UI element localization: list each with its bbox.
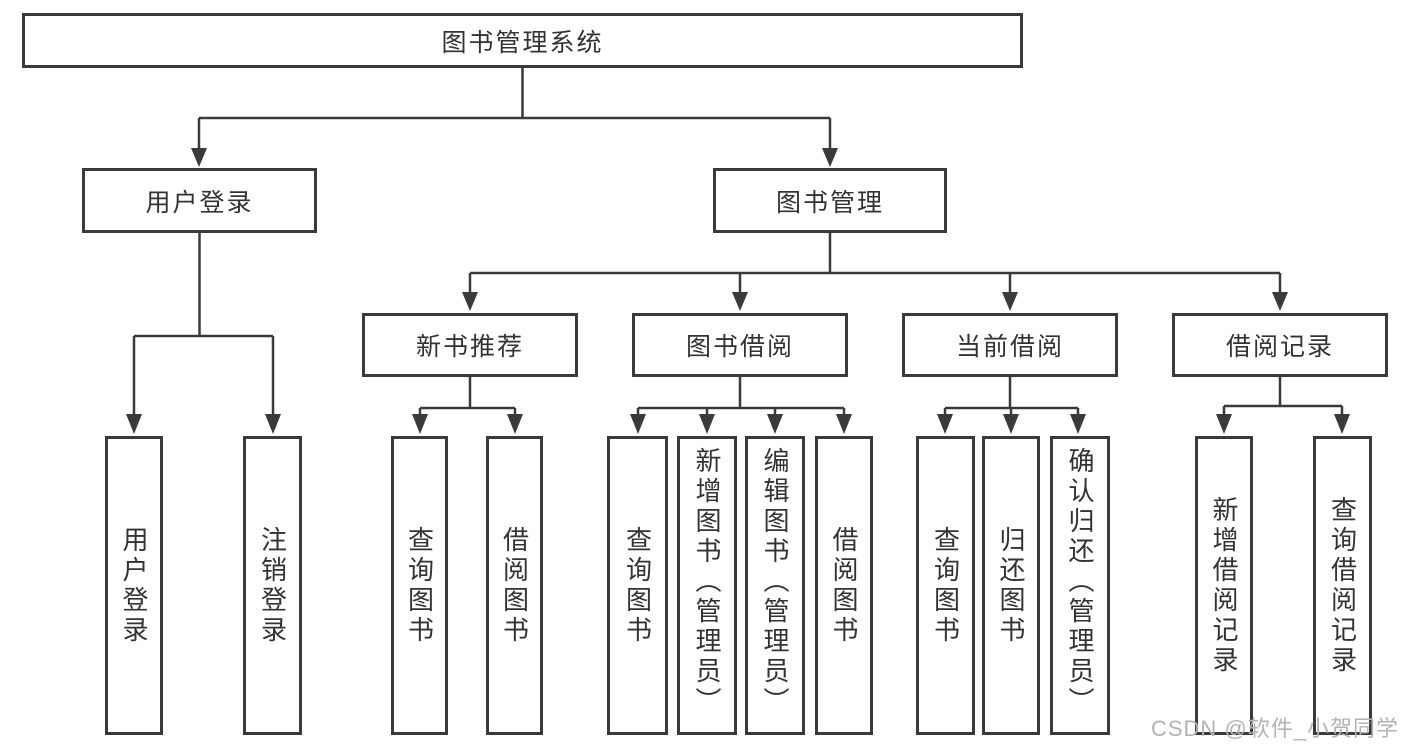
node-label: 图书借阅 bbox=[685, 333, 794, 361]
leaf-label: 查询图书 bbox=[404, 525, 435, 646]
node-book-management: 图书管理 bbox=[713, 168, 947, 233]
leaf-query-books: 查询图书 bbox=[916, 436, 975, 735]
leaf-edit-books-admin: 编辑图书（管理员） bbox=[745, 436, 805, 735]
leaf-query-books: 查询图书 bbox=[391, 436, 448, 735]
leaf-add-books-admin: 新增图书（管理员） bbox=[677, 436, 737, 735]
leaf-label: 借阅图书 bbox=[829, 525, 859, 646]
leaf-query-books: 查询图书 bbox=[607, 436, 668, 735]
leaf-add-borrow-record: 新增借阅记录 bbox=[1195, 436, 1253, 735]
leaf-label: 查询图书 bbox=[622, 525, 653, 646]
leaf-label: 编辑图书（管理员） bbox=[760, 447, 790, 717]
leaf-label: 借阅图书 bbox=[499, 525, 530, 646]
leaf-borrow-books: 借阅图书 bbox=[815, 436, 873, 735]
node-label: 用户登录 bbox=[145, 188, 254, 217]
node-book-borrow: 图书借阅 bbox=[632, 313, 848, 377]
leaf-label: 查询借阅记录 bbox=[1327, 495, 1358, 676]
leaf-label: 用户登录 bbox=[119, 525, 149, 646]
leaf-label: 新增图书（管理员） bbox=[692, 447, 722, 717]
node-borrow-records: 借阅记录 bbox=[1172, 313, 1388, 377]
node-current-borrow: 当前借阅 bbox=[902, 313, 1118, 377]
csdn-watermark: CSDN @软件_小贺同学 bbox=[1150, 716, 1399, 741]
node-label: 当前借阅 bbox=[955, 333, 1064, 361]
leaf-label: 新增借阅记录 bbox=[1209, 495, 1239, 676]
leaf-return-books: 归还图书 bbox=[982, 436, 1040, 735]
leaf-borrow-books: 借阅图书 bbox=[486, 436, 543, 735]
leaf-label: 查询图书 bbox=[930, 525, 961, 646]
node-label: 图书管理系统 bbox=[441, 28, 604, 57]
leaf-label: 注销登录 bbox=[257, 525, 288, 646]
leaf-user-login: 用户登录 bbox=[105, 436, 163, 735]
node-label: 新书推荐 bbox=[415, 333, 524, 361]
leaf-confirm-return-admin: 确认归还（管理员） bbox=[1050, 436, 1110, 735]
node-new-book-recommend: 新书推荐 bbox=[362, 313, 578, 377]
leaf-label: 确认归还（管理员） bbox=[1065, 447, 1095, 717]
node-user-login: 用户登录 bbox=[82, 168, 317, 233]
node-library-management-system: 图书管理系统 bbox=[22, 13, 1023, 68]
leaf-logout: 注销登录 bbox=[243, 436, 302, 735]
node-label: 借阅记录 bbox=[1225, 333, 1334, 361]
leaf-query-borrow-record: 查询借阅记录 bbox=[1313, 436, 1372, 735]
leaf-label: 归还图书 bbox=[996, 525, 1026, 646]
node-label: 图书管理 bbox=[775, 188, 884, 217]
